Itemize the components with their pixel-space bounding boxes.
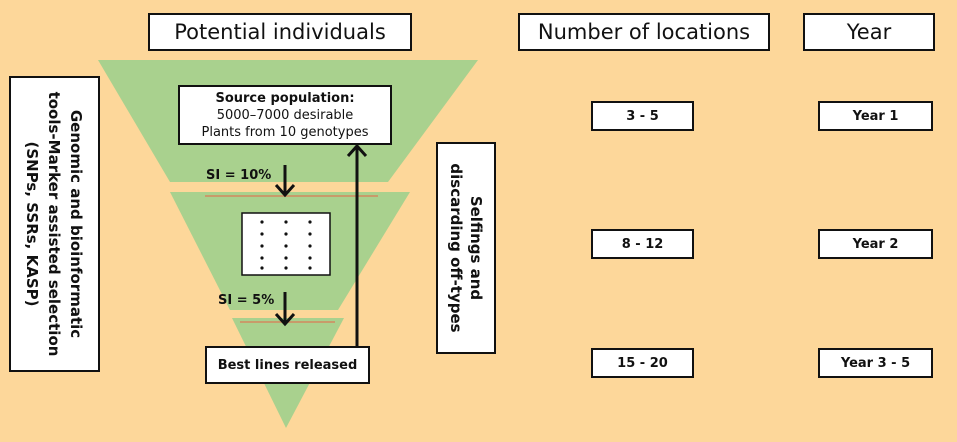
left-panel-box <box>9 76 100 372</box>
left-panel-line-1: Genomic and bioinformatic <box>67 109 85 339</box>
best-lines-released-box: Best lines released <box>205 346 370 384</box>
dot-grid <box>260 220 312 270</box>
up-arrow-head <box>346 143 368 158</box>
header-year: Year <box>803 13 935 51</box>
selfings-panel-box <box>436 142 496 354</box>
year-value-1: Year 1 <box>852 108 899 124</box>
source-population-genotypes: Plants from 10 genotypes <box>201 124 369 140</box>
header-potential-label: Potential individuals <box>174 20 386 44</box>
header-potential-individuals: Potential individuals <box>148 13 412 51</box>
source-population-title: Source population: <box>215 90 355 106</box>
source-population-count: 5000–7000 desirable <box>216 107 354 123</box>
header-year-label: Year <box>846 20 892 44</box>
left-panel-line-3: (SNPs, SSRs, KASP) <box>23 141 41 307</box>
locations-value-3: 15 - 20 <box>617 355 668 371</box>
year-row-2: Year 2 <box>818 229 933 259</box>
si-label-5: SI = 5% <box>218 293 275 308</box>
si-label-10: SI = 10% <box>206 168 272 183</box>
down-arrow-1-head <box>274 183 296 198</box>
selfings-panel-text: Selfings and discarding off-types <box>438 144 494 352</box>
year-value-2: Year 2 <box>852 236 899 252</box>
down-arrow-2-head <box>274 312 296 327</box>
locations-row-3: 15 - 20 <box>591 348 694 378</box>
locations-value-2: 8 - 12 <box>621 236 664 252</box>
left-panel-text: Genomic and bioinformatic tools-Marker a… <box>10 78 98 370</box>
year-row-3: Year 3 - 5 <box>818 348 933 378</box>
locations-value-1: 3 - 5 <box>626 108 659 124</box>
header-locations-label: Number of locations <box>537 20 751 44</box>
year-value-3: Year 3 - 5 <box>840 355 911 371</box>
selfings-line-2: discarding off-types <box>447 163 465 333</box>
left-panel-line-2: tools-Marker assisted selection <box>45 91 63 357</box>
year-row-1: Year 1 <box>818 101 933 131</box>
best-lines-label: Best lines released <box>217 357 358 373</box>
header-number-of-locations: Number of locations <box>518 13 770 51</box>
selfings-line-1: Selfings and <box>467 195 485 301</box>
source-population-box: Source population: 5000–7000 desirable P… <box>178 85 392 145</box>
locations-row-2: 8 - 12 <box>591 229 694 259</box>
locations-row-1: 3 - 5 <box>591 101 694 131</box>
